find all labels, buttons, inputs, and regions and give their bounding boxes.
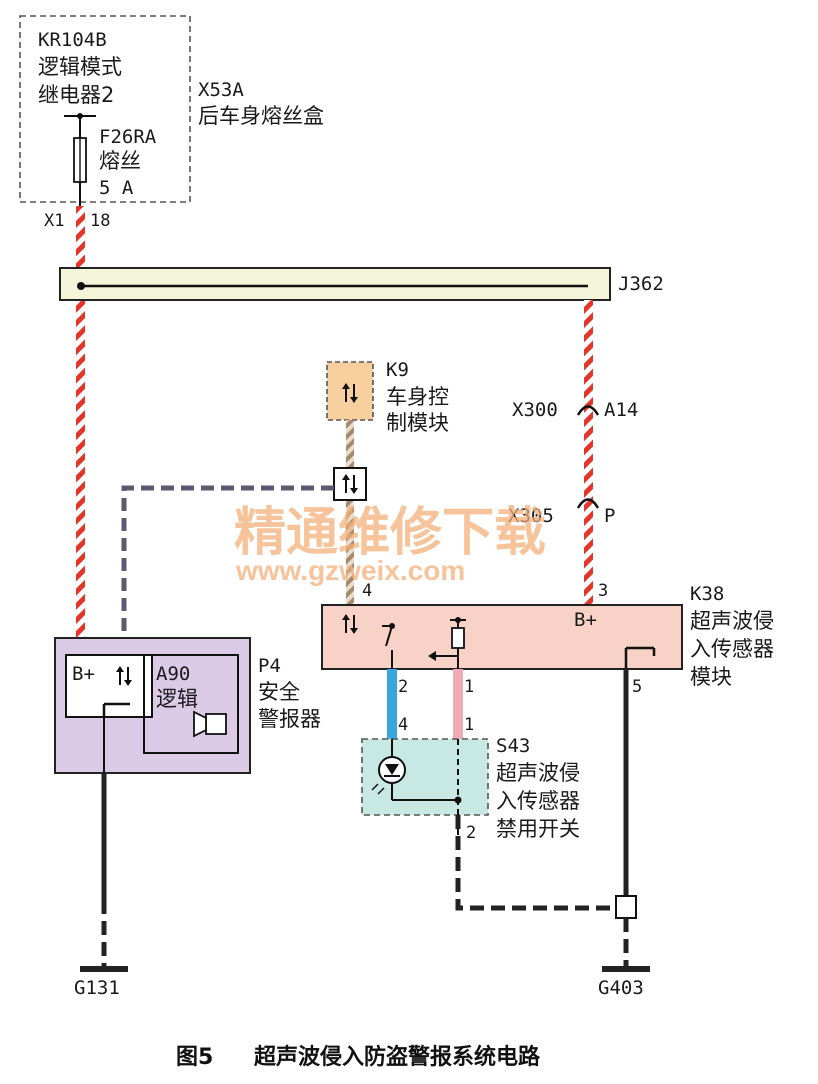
p4-bplus: B+: [72, 663, 95, 685]
s43-pin-a: 4: [398, 715, 408, 735]
watermark-url: www.gzweix.com: [235, 555, 465, 586]
k38-name-2: 入传感器: [690, 637, 774, 661]
connector-x305: [576, 498, 600, 509]
k38-pin-switch: 2: [398, 677, 408, 697]
caption-title: 超声波侵入防盗警报系统电路: [254, 1044, 541, 1070]
bidirectional-arrows-icon: [342, 383, 358, 403]
connector-x1: X1: [44, 211, 64, 231]
k9-pin: 4: [362, 581, 372, 601]
fuse-box-name: 后车身熔丝盒: [198, 104, 324, 128]
switch-input-icon: [382, 623, 395, 669]
wire-brown-data: [346, 420, 354, 468]
splice-j362: [59, 267, 611, 301]
module-k38: B+: [321, 604, 683, 670]
switch-s43: [361, 738, 489, 836]
connector-x300: [576, 405, 600, 416]
relay-name-2: 继电器2: [38, 83, 114, 107]
wire-data-to-p4: [121, 485, 334, 638]
connector-x305-code: X305: [508, 505, 554, 527]
ground-g403-icon: [602, 966, 650, 972]
data-splice: [333, 467, 367, 501]
siren-icon: [193, 710, 227, 738]
relay-code: KR104B: [38, 29, 107, 51]
bidirectional-arrows-icon: [342, 614, 358, 634]
wire-brown-data-lower: [346, 500, 354, 605]
wire-s43-ground: [455, 815, 616, 911]
p4-inner-code: A90: [156, 663, 190, 685]
wire-red-white-left: [76, 206, 85, 638]
k38-name-3: 模块: [690, 665, 732, 689]
led-driver-icon: [428, 617, 466, 669]
module-k9: [326, 361, 374, 421]
fuse-rating: 5 A: [99, 177, 134, 199]
fuse-code: F26RA: [99, 126, 157, 148]
ground-g403: G403: [598, 977, 644, 999]
p4-name-1: 安全: [258, 680, 300, 704]
bidirectional-arrows-icon: [116, 666, 132, 686]
bidirectional-arrows-icon: [342, 474, 358, 494]
pin-18: 18: [90, 211, 110, 231]
ground-g131-icon: [80, 966, 128, 972]
connector-x300-pin: A14: [604, 399, 638, 421]
p4-name-2: 警报器: [258, 707, 321, 731]
k38-pin-bplus: 3: [598, 581, 608, 601]
s43-name-1: 超声波侵: [496, 761, 580, 785]
s43-name-3: 禁用开关: [496, 817, 580, 841]
k9-code: K9: [386, 359, 409, 381]
fuse-box-code: X53A: [198, 79, 244, 101]
ground-internal-icon: [624, 646, 656, 669]
connector-x300-code: X300: [512, 399, 558, 421]
s43-pin-ground: 2: [466, 823, 476, 843]
wire-blue: [387, 669, 397, 739]
relay-name-1: 逻辑模式: [38, 55, 122, 79]
k38-name-1: 超声波侵: [690, 609, 774, 633]
ground-splice: [615, 895, 637, 919]
connector-x305-pin: P: [604, 505, 615, 527]
k9-name-1: 车身控: [386, 385, 449, 409]
led-indicator-icon: [371, 756, 406, 795]
k9-name-2: 制模块: [386, 411, 449, 435]
ground-g131: G131: [74, 977, 120, 999]
caption-figure: 图5: [176, 1045, 213, 1070]
wire-red-white-right: [584, 300, 593, 605]
k38-pin-ground: 5: [632, 677, 642, 697]
k38-code: K38: [690, 583, 724, 605]
splice-code: J362: [618, 273, 664, 295]
s43-name-2: 入传感器: [496, 789, 580, 813]
watermark-text: 精通维修下载: [234, 503, 546, 563]
fuse-name: 熔丝: [99, 149, 141, 173]
p4-code: P4: [258, 655, 281, 677]
s43-pin-b: 1: [464, 715, 474, 735]
p4-inner-name: 逻辑: [156, 687, 198, 711]
k38-pin-led: 1: [464, 677, 474, 697]
s43-code: S43: [496, 735, 530, 757]
k38-bplus: B+: [574, 609, 597, 631]
fuse-box-x53a: KR104B 逻辑模式 继电器2 F26RA 熔丝 5 A: [19, 15, 191, 206]
module-p4: B+ A90 逻辑: [54, 637, 251, 774]
wire-pink: [453, 669, 463, 739]
